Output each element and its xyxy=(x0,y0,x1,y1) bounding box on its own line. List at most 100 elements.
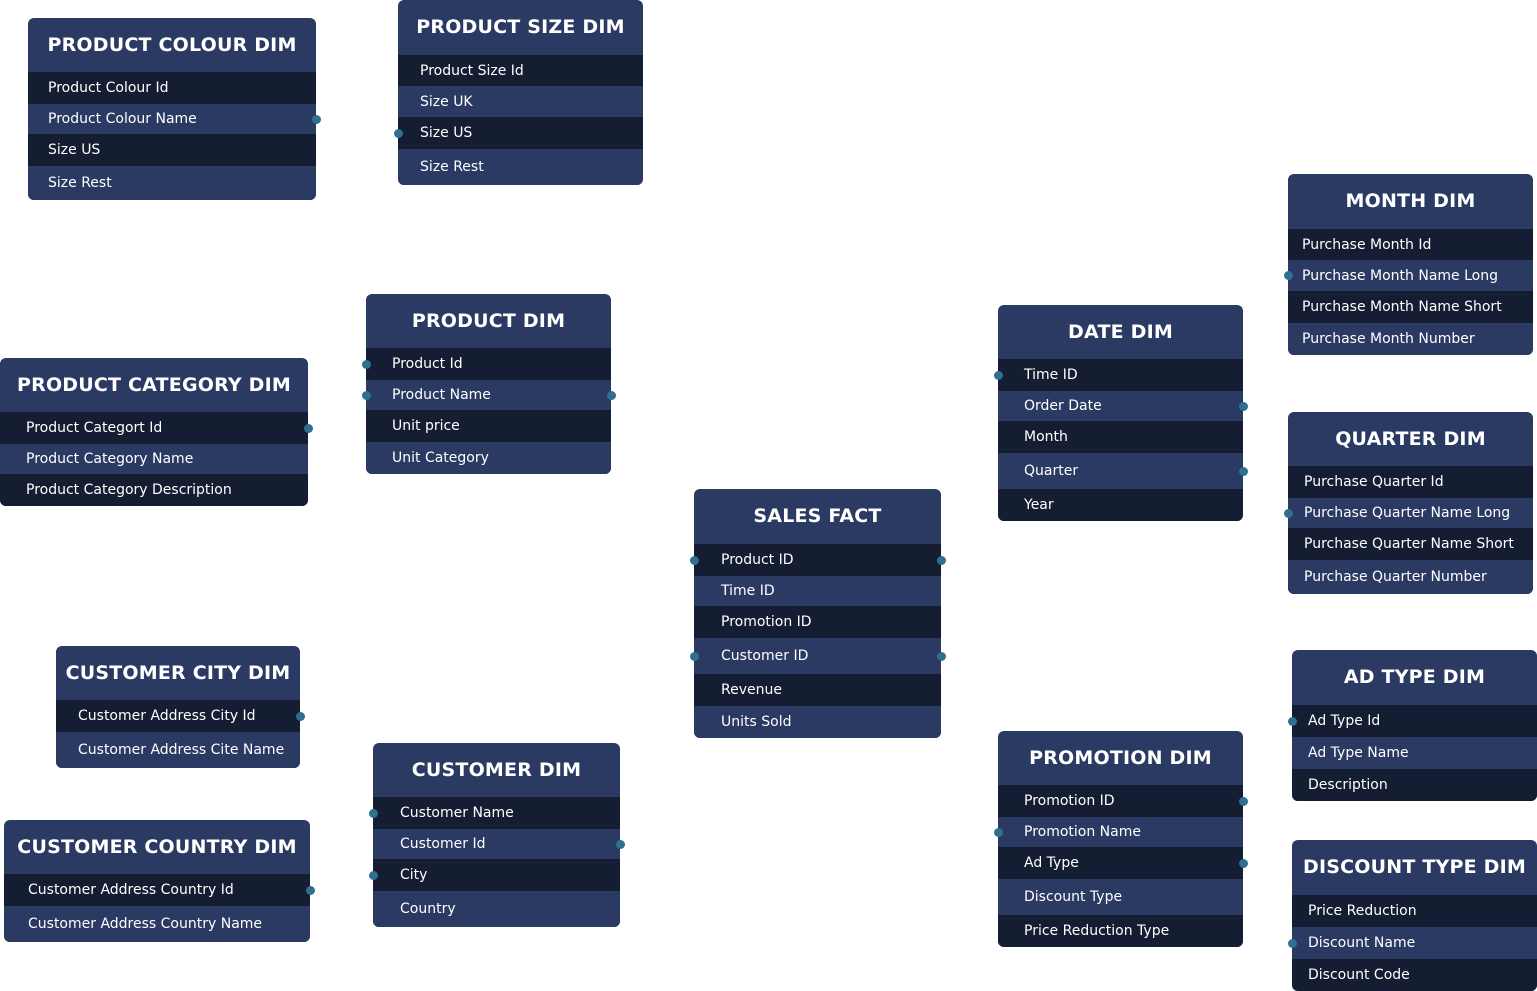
connector-dot-icon xyxy=(993,827,1003,837)
table-row: Customer Id xyxy=(373,829,620,859)
table-row: Month xyxy=(998,421,1243,453)
connector-dot-icon xyxy=(368,870,378,880)
connector-dot-icon xyxy=(305,885,315,895)
connector-dot-icon xyxy=(993,370,1003,380)
customer-country-dim-table: CUSTOMER COUNTRY DIM Customer Address Cou… xyxy=(4,820,315,942)
table-title: QUARTER DIM xyxy=(1335,428,1486,450)
connector-dot-icon xyxy=(689,555,699,565)
connector-dot-icon xyxy=(1287,938,1297,948)
table-title: AD TYPE DIM xyxy=(1343,666,1486,688)
connector-dot-icon xyxy=(1283,271,1293,280)
table-row: Customer Address City Id xyxy=(56,700,300,732)
table-row: Customer Address Country Name xyxy=(4,906,310,942)
table-row: Product ID xyxy=(694,544,941,576)
table-row: Customer Address Country Id xyxy=(4,874,310,906)
table-title: CUSTOMER COUNTRY DIM xyxy=(17,836,297,858)
table-title: CUSTOMER CITY DIM xyxy=(65,662,291,684)
table-row: Purchase Month Name Long xyxy=(1288,260,1533,291)
table-row: Product Category Name xyxy=(0,444,308,474)
table-title: PRODUCT DIM xyxy=(411,310,566,332)
connector-dot-icon xyxy=(615,839,625,849)
table-row: Purchase Month Name Short xyxy=(1288,291,1533,323)
table-row: Time ID xyxy=(694,576,941,606)
table-row: Size Rest xyxy=(398,149,643,185)
table-row: Ad Type Id xyxy=(1292,705,1537,737)
table-row: Purchase Month Number xyxy=(1288,323,1533,355)
table-row: Size Rest xyxy=(28,166,316,200)
table-row: Description xyxy=(1292,769,1537,801)
table-row: Discount Name xyxy=(1292,927,1537,959)
table-row: Ad Type xyxy=(998,847,1243,879)
connector-dot-icon xyxy=(606,390,616,400)
table-row: Size UK xyxy=(398,86,643,117)
table-row: Customer Name xyxy=(373,797,620,829)
table-row: Customer ID xyxy=(694,638,941,674)
table-row: Revenue xyxy=(694,674,941,706)
connector-dot-icon xyxy=(361,390,371,400)
table-row: Quarter xyxy=(998,453,1243,489)
table-row: Size US xyxy=(28,134,316,166)
connector-dot-icon xyxy=(936,651,946,661)
table-row: Order Date xyxy=(998,391,1243,421)
table-title: PROMOTION DIM xyxy=(1029,747,1212,769)
table-row: Country xyxy=(373,891,620,927)
table-row: Purchase Month Id xyxy=(1288,229,1533,260)
connector-dot-icon xyxy=(393,128,403,138)
table-row: Product Name xyxy=(366,380,611,410)
table-row: Product Category Description xyxy=(0,474,308,506)
table-row: Product Id xyxy=(366,348,611,380)
connector-dot-icon xyxy=(311,114,321,124)
table-row: Time ID xyxy=(998,359,1243,391)
connector-dot-icon xyxy=(303,423,313,433)
table-row: Discount Code xyxy=(1292,959,1537,991)
table-title: DISCOUNT TYPE DIM xyxy=(1303,856,1526,878)
table-row: Unit price xyxy=(366,410,611,442)
table-row: Purchase Quarter Number xyxy=(1288,560,1533,594)
connector-dot-icon xyxy=(1283,508,1293,518)
table-row: Year xyxy=(998,489,1243,521)
connector-dot-icon xyxy=(936,555,946,565)
table-row: City xyxy=(373,859,620,891)
table-title: CUSTOMER DIM xyxy=(411,759,582,781)
table-title: SALES FACT xyxy=(753,505,882,527)
table-row: Product Colour Name xyxy=(28,104,316,134)
table-title: DATE DIM xyxy=(1068,321,1173,343)
customer-city-dim-table: CUSTOMER CITY DIM Customer Address City I… xyxy=(56,646,305,768)
table-row: Product Colour Id xyxy=(28,72,316,104)
connector-dot-icon xyxy=(1238,466,1248,476)
table-title: PRODUCT COLOUR DIM xyxy=(47,34,297,56)
connector-dot-icon xyxy=(368,808,378,818)
table-row: Unit Category xyxy=(366,442,611,474)
table-row: Units Sold xyxy=(694,706,941,738)
table-row: Discount Type xyxy=(998,879,1243,915)
table-row: Promotion ID xyxy=(694,606,941,638)
table-row: Customer Address Cite Name xyxy=(56,732,300,768)
table-row: Price Reduction xyxy=(1292,895,1537,927)
table-row: Price Reduction Type xyxy=(998,915,1243,947)
table-title: PRODUCT CATEGORY DIM xyxy=(17,374,291,396)
